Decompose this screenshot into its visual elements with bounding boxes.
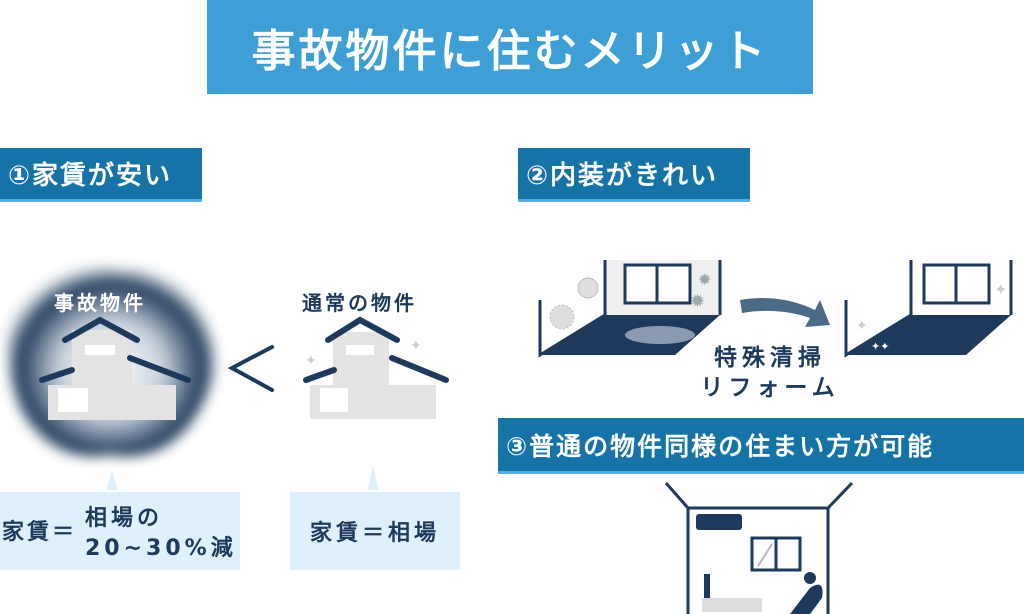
- person-chair-icon: [790, 584, 823, 614]
- renovation-illustration: ✹✹ ✦✦ ✦✦: [538, 260, 1013, 358]
- house-comparison-illustration: ✦✦: [7, 263, 449, 490]
- svg-text:✦: ✦: [410, 338, 422, 354]
- section-header-cheap-rent: ①家賃が安い: [0, 148, 202, 202]
- section-header-clean-interior: ②内装がきれい: [518, 148, 750, 202]
- svg-text:✹: ✹: [698, 270, 711, 289]
- normal-house-icon: ✦✦: [303, 316, 449, 419]
- svg-text:✹: ✹: [690, 291, 705, 312]
- svg-text:✦✦: ✦✦: [871, 340, 889, 353]
- section-header-normal-living: ③普通の物件同様の住まい方が可能: [498, 418, 1024, 474]
- accident-property-label: 事故物件: [54, 291, 146, 315]
- clean-room-icon: ✦✦ ✦✦: [844, 260, 1013, 358]
- arrow-icon: [740, 297, 830, 327]
- living-room-illustration: [664, 481, 854, 614]
- air-conditioner-icon: [696, 514, 742, 530]
- renovation-caption: 特殊清掃 リフォーム: [700, 343, 840, 403]
- accident-rent-callout: 家賃＝ 相場の 20~30%減: [0, 492, 240, 570]
- normal-rent-callout: 家賃＝相場: [290, 492, 460, 570]
- normal-property-label: 通常の物件: [302, 291, 417, 315]
- page-title: 事故物件に住むメリット: [207, 0, 813, 94]
- renovation-line1: 特殊清掃: [714, 345, 826, 371]
- renovation-line2: リフォーム: [700, 375, 840, 401]
- dirty-room-icon: ✹✹: [538, 260, 722, 358]
- rent-line2: 20~30%減: [85, 536, 237, 561]
- svg-text:✦: ✦: [856, 318, 868, 334]
- rent-line1: 相場の: [85, 506, 164, 531]
- accident-house-icon: [39, 316, 191, 420]
- svg-text:✦: ✦: [305, 353, 317, 369]
- svg-text:✦: ✦: [994, 280, 1007, 299]
- rent-prefix: 家賃＝: [2, 520, 78, 545]
- less-than-symbol: [227, 345, 274, 392]
